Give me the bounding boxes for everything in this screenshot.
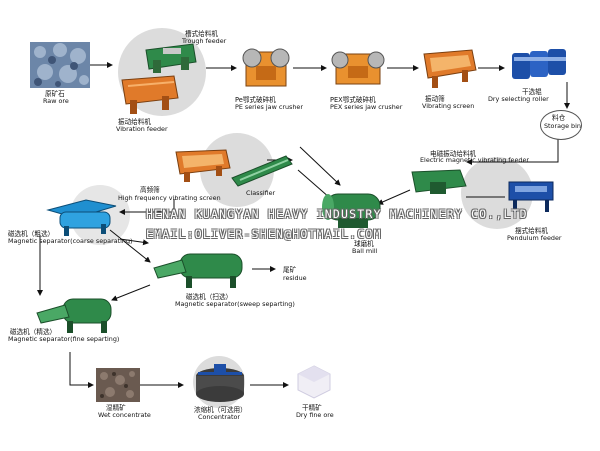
pe-crusher-cn: Pe鄂式破碎机 (235, 96, 276, 104)
arrow-coarse-to-sweep (109, 229, 151, 263)
dry-roller-cn: 干选辊 (522, 88, 542, 96)
storage-bin-circle (540, 110, 582, 140)
residue-cn: 尾矿 (283, 266, 297, 274)
wet-concentrate-image (96, 368, 140, 402)
arrow-fine-to-wet (69, 352, 94, 388)
concentrator-cn: 浓缩机（可选用） (194, 406, 247, 414)
ms-sweep-cn: 磁选机（扫选） (186, 293, 233, 301)
pe-crusher-en: PE series jaw crusher (235, 103, 303, 111)
raw-ore-image (30, 42, 90, 88)
ms-sweep-en: Magnetic separator(sweep separting) (175, 300, 295, 308)
pendulum-feeder-image (505, 180, 557, 214)
ms-coarse-image (46, 196, 120, 236)
pex-crusher-cn: PEX鄂式破碎机 (330, 96, 376, 104)
storage-bin-cn: 料仓 (552, 114, 566, 122)
pex-crusher-image (330, 44, 386, 90)
ms-fine-en: Magnetic separator(fine separting) (8, 335, 120, 343)
vibrating-screen-cn: 振动筛 (425, 95, 445, 103)
dry-fine-ore-image (296, 364, 332, 400)
hf-screen-image (174, 148, 232, 184)
arrow-screen-to-coarse (119, 199, 175, 215)
dry-roller-en: Dry selecting roller (488, 95, 549, 103)
vibration-feeder-cn: 振动给料机 (118, 118, 151, 126)
storage-bin-en: Storage bin (544, 122, 581, 130)
trough-feeder-en: Trough feeder (182, 37, 227, 45)
residue-en: residue (283, 274, 307, 282)
pe-crusher-image (240, 42, 292, 92)
ball-mill-cn: 球磨机 (354, 240, 374, 248)
classifier-en: Classifier (246, 189, 276, 197)
arrow-sweep-to-fine (111, 284, 151, 301)
watermark-company: HENAN KUANGYAN HEAVY INDUSTRY MACHINERY … (146, 207, 528, 221)
arrow-feeder-to-mill (377, 189, 411, 205)
hf-screen-en: High frequency vibrating screen (118, 194, 221, 202)
arrow-bin-to-em-feeder (466, 137, 559, 165)
pendulum-feeder-en: Pendulum feeder (507, 234, 562, 242)
em-feeder-cn: 电磁振动给料机 (430, 150, 477, 158)
trough-feeder-cn: 槽式给料机 (185, 30, 218, 38)
dry-fine-ore-cn: 干精矿 (302, 404, 322, 412)
raw-ore-en: Raw ore (43, 97, 69, 105)
ms-coarse-en: Magnetic separator(coarse separating) (8, 237, 133, 245)
vibrating-screen-image (422, 48, 478, 90)
vibrating-screen-en: Vibrating screen (422, 102, 475, 110)
ms-fine-cn: 磁选机（精选） (10, 328, 57, 336)
arrow-coarse-right (119, 238, 149, 246)
vibration-feeder-en: Vibration feeder (116, 125, 168, 133)
dry-fine-ore-en: Dry fine ore (296, 411, 334, 419)
wet-concentrate-cn: 湿精矿 (106, 404, 126, 412)
em-feeder-en: Electric magnetic vibrating feeder (420, 156, 530, 164)
hf-screen-cn: 高频筛 (140, 186, 160, 194)
arrow-mill-link-top (299, 146, 341, 186)
dry-roller-image (508, 45, 570, 83)
pendulum-feeder-cn: 摆式给料机 (515, 227, 548, 235)
ms-sweep-image (150, 250, 250, 290)
classifier-image (230, 150, 296, 188)
concentrator-en: Concentrator (198, 413, 241, 421)
vibration-feeder-image (120, 74, 180, 116)
pex-crusher-en: PEX series jaw crusher (330, 103, 403, 111)
ball-mill-image (318, 188, 390, 230)
trough-feeder-image (143, 42, 198, 75)
concentrator-image (192, 362, 248, 404)
raw-ore-cn: 原矿石 (45, 90, 65, 98)
ms-coarse-cn: 磁选机（粗选） (8, 230, 55, 238)
em-feeder-image (410, 168, 470, 198)
watermark-email: EMAIL:OLIVER-SHEN@HOTMAIL.COM (146, 227, 382, 241)
wet-concentrate-en: Wet concentrate (98, 411, 151, 419)
ms-fine-image (35, 295, 115, 335)
ball-mill-en: Ball mill (352, 247, 378, 255)
